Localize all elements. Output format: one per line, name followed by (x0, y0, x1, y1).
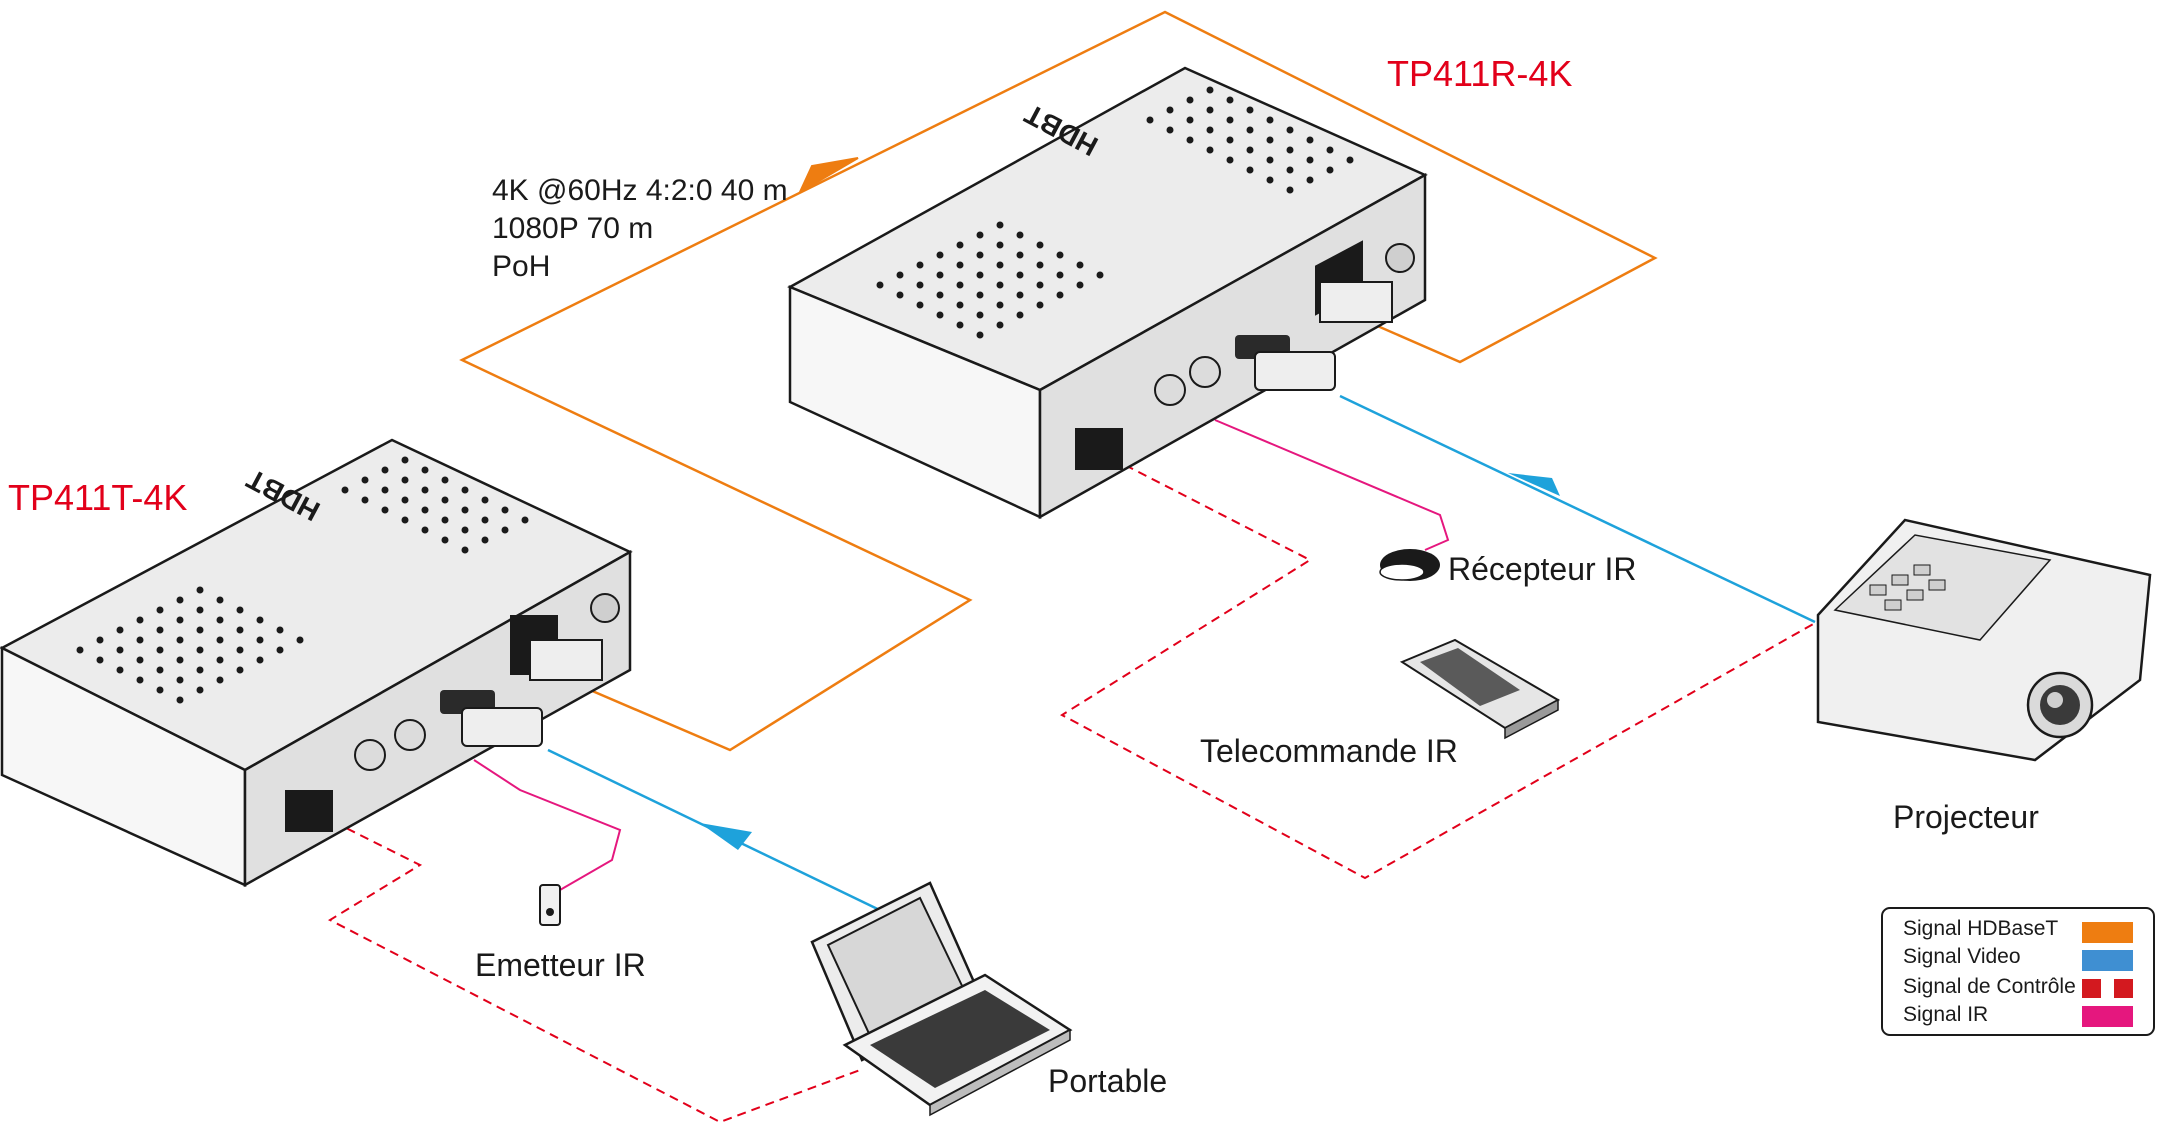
control-cable-left (319, 814, 861, 1124)
laptop-device (810, 881, 1073, 1117)
transmitter-device: HDBT (0, 438, 633, 888)
legend-swatch-video (2082, 950, 2133, 971)
receiver-power-icon (1385, 243, 1415, 273)
link-spec-line-1: 4K @60Hz 4:2:0 40 m (492, 174, 788, 207)
hdbaset-cable (459, 10, 1658, 752)
transmitter-ir-jack (394, 719, 426, 751)
ir-cable-emitter (473, 759, 622, 891)
ir-remote-device (1399, 638, 1561, 740)
laptop-label: Portable (1048, 1063, 1167, 1099)
video-arrow-out-icon (1508, 473, 1560, 496)
legend-label-ir: Signal IR (1903, 1003, 1988, 1026)
transmitter-vent-left (76, 586, 304, 704)
legend-swatch-ir (2082, 1006, 2133, 1027)
receiver-vent-left (876, 221, 1104, 339)
projector-label: Projecteur (1893, 799, 2039, 835)
projector-device (1816, 518, 2152, 762)
hdbaset-arrow-icon (797, 157, 859, 195)
ir-cable-receiver (1214, 419, 1450, 551)
receiver-device: HDBT (787, 66, 1428, 520)
video-arrow-in-icon (700, 823, 752, 850)
receiver-hdmi-plug (1254, 351, 1336, 391)
legend-swatch-hdbaset (2082, 922, 2133, 943)
ir-remote-label: Telecommande IR (1200, 733, 1458, 769)
receiver-rj45-plug (1319, 281, 1393, 323)
legend-label-control: Signal de Contrôle (1903, 975, 2076, 998)
receiver-control-terminal (1075, 428, 1123, 470)
receiver-dc-jack (1154, 374, 1186, 406)
receiver-vent-right (1146, 86, 1354, 194)
legend-swatch-control-b (2114, 979, 2133, 998)
video-cable-output (1339, 394, 1816, 624)
legend-label-video: Signal Video (1903, 945, 2021, 968)
ir-emitter-device (539, 884, 561, 926)
ir-receiver-device (1379, 549, 1440, 581)
link-spec-line-2: 1080P 70 m (492, 212, 653, 245)
link-spec-line-3: PoH (492, 250, 550, 283)
transmitter-control-terminal (285, 790, 333, 832)
transmitter-vent-right (341, 456, 529, 554)
ir-emitter-label: Emetteur IR (475, 947, 646, 983)
transmitter-dc-jack (354, 739, 386, 771)
transmitter-power-icon (590, 593, 620, 623)
legend-swatch-control-a (2082, 979, 2101, 998)
transmitter-title: TP411T-4K (8, 477, 187, 518)
legend-label-hdbaset: Signal HDBaseT (1903, 917, 2058, 940)
legend: Signal HDBaseT Signal Video Signal de Co… (1881, 907, 2155, 1036)
transmitter-hdmi-plug (461, 707, 543, 747)
transmitter-rj45-plug (529, 639, 603, 681)
control-cable-right (1060, 464, 1816, 880)
receiver-ir-jack (1189, 356, 1221, 388)
ir-receiver-label: Récepteur IR (1448, 551, 1637, 587)
receiver-title: TP411R-4K (1387, 53, 1572, 94)
